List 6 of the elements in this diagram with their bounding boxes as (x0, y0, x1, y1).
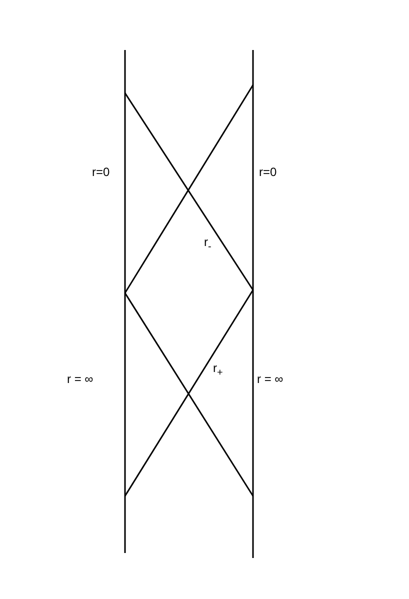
boundary-label: r$_{-}$ (204, 235, 212, 254)
boundary-label: r = ∞ (257, 372, 284, 386)
boundary-label: r=0 (259, 165, 277, 179)
boundary-label: r = ∞ (67, 372, 94, 386)
boundary-label: r=0 (92, 165, 110, 179)
boundary-label: r$_{+}$ (213, 361, 223, 380)
